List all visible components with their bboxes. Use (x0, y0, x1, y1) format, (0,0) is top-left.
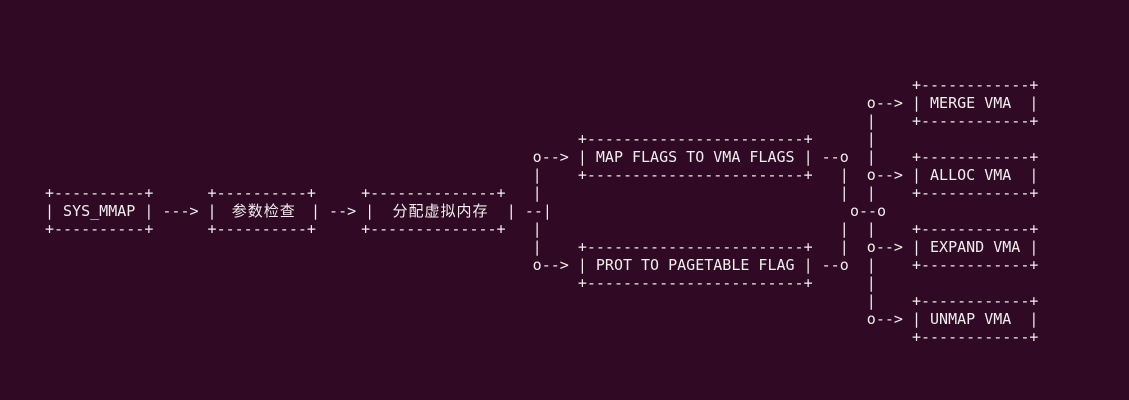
alloc-vma-box: | +------------------------+ | o--> | AL… (45, 166, 1039, 184)
map-flags-box-top: +------------------------+ | (45, 130, 876, 148)
alloc-virtual-memory-label: 分配虚拟内存 (392, 202, 489, 220)
map-flags-box: o--> | MAP FLAGS TO VMA FLAGS | --o | +-… (45, 148, 1039, 166)
merge-vma-box-top: +------------+ (45, 76, 1039, 94)
main-boxes-top: +----------+ +----------+ +-------------… (45, 184, 1039, 202)
merge-vma-box-bottom: | +------------+ (45, 112, 1039, 130)
unmap-vma-box-top: | +------------+ (45, 292, 1039, 310)
param-check-label: 参数检查 (231, 202, 296, 220)
sys-mmap-box: | SYS_MMAP | ---> | (45, 202, 226, 220)
branch-connector: | --| o--o (497, 202, 887, 220)
unmap-vma-box: o--> | UNMAP VMA | (45, 310, 1039, 328)
unmap-vma-box-bottom: +------------+ (45, 328, 1039, 346)
arrow-segment: | --> | (301, 202, 384, 220)
prot-pagetable-box: o--> | PROT TO PAGETABLE FLAG | --o | +-… (45, 256, 1039, 274)
prot-pagetable-box-bottom: +------------------------+ | (45, 274, 876, 292)
main-flow-row: | SYS_MMAP | ---> | 参数检查 | --> | 分配虚拟内存 … (45, 202, 886, 220)
merge-vma-box: o--> | MERGE VMA | (45, 94, 1039, 112)
main-boxes-bottom: +----------+ +----------+ +-------------… (45, 220, 1039, 238)
expand-vma-box: | +------------------------+ | o--> | EX… (45, 238, 1039, 256)
